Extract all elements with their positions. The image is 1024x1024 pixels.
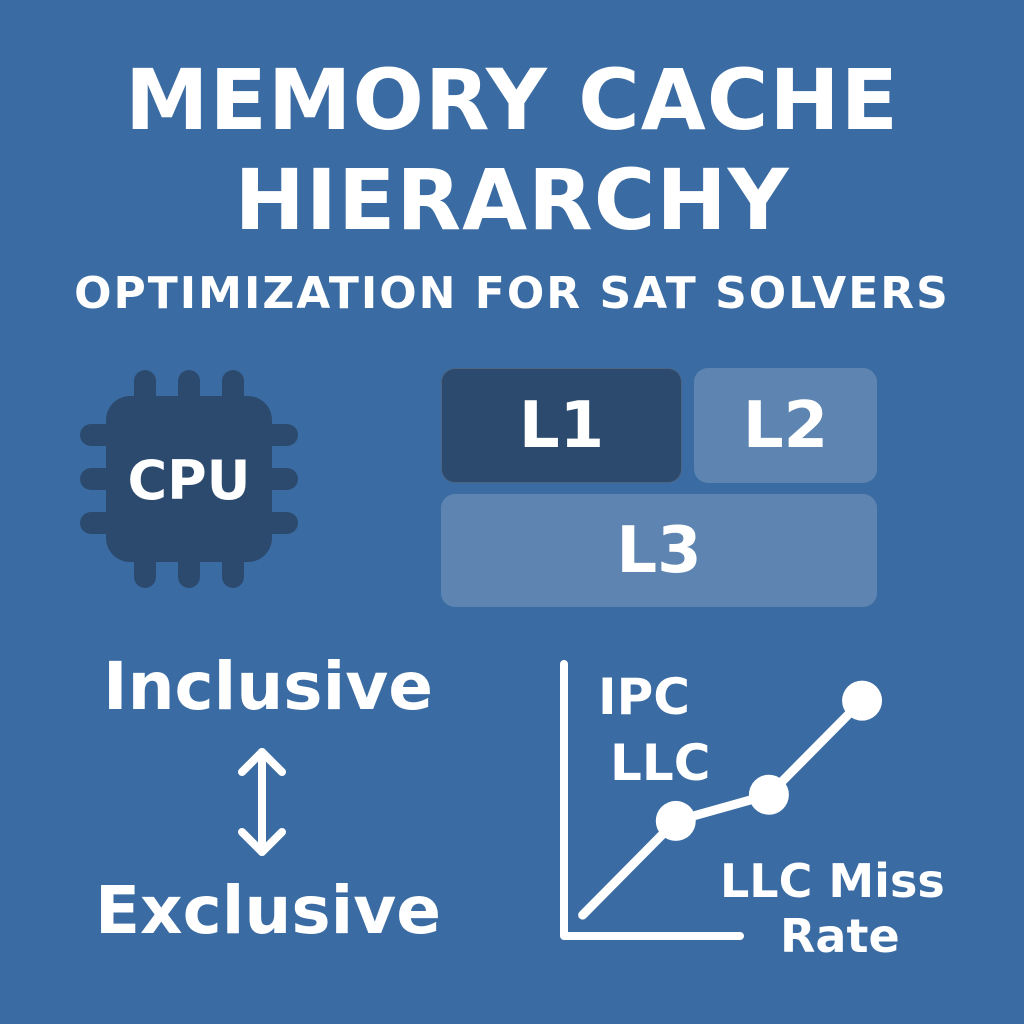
chart-axes	[560, 660, 744, 940]
cpu-body	[106, 396, 272, 562]
chart-series	[578, 696, 867, 920]
cache-label-l1: L1	[518, 388, 605, 463]
chart-annotation-line-1: LLC Miss	[720, 854, 945, 908]
cache-block-l3: L3	[441, 494, 877, 607]
chart-point	[842, 680, 883, 721]
ipc-llc-chart: IPC LLC LLC Miss Rate	[560, 660, 945, 960]
chart-series-line	[578, 696, 867, 920]
chart-label-ipc: IPC	[598, 668, 690, 726]
chart-axis-lines	[560, 660, 744, 940]
cache-block-l2: L2	[694, 368, 877, 483]
cpu-label: CPU	[127, 449, 250, 512]
double-arrow-vertical-icon	[238, 748, 286, 856]
cpu-chip-icon: CPU	[80, 370, 298, 588]
chart-annotation-line-2: Rate	[780, 909, 900, 960]
chart-point	[748, 774, 789, 815]
subtitle: OPTIMIZATION FOR SAT SOLVERS	[74, 268, 950, 319]
title-line-1: MEMORY CACHE	[124, 51, 900, 149]
cache-label-l3: L3	[616, 513, 702, 588]
chart-points	[655, 680, 883, 841]
cache-label-l2: L2	[742, 388, 829, 463]
policy-exclusive: Exclusive	[94, 872, 442, 949]
title-line-2: HIERARCHY	[234, 151, 790, 249]
policy-inclusive: Inclusive	[103, 648, 433, 725]
chart-point	[655, 800, 696, 841]
cache-block-l1: L1	[441, 368, 682, 483]
chart-label-llc: LLC	[610, 734, 710, 792]
